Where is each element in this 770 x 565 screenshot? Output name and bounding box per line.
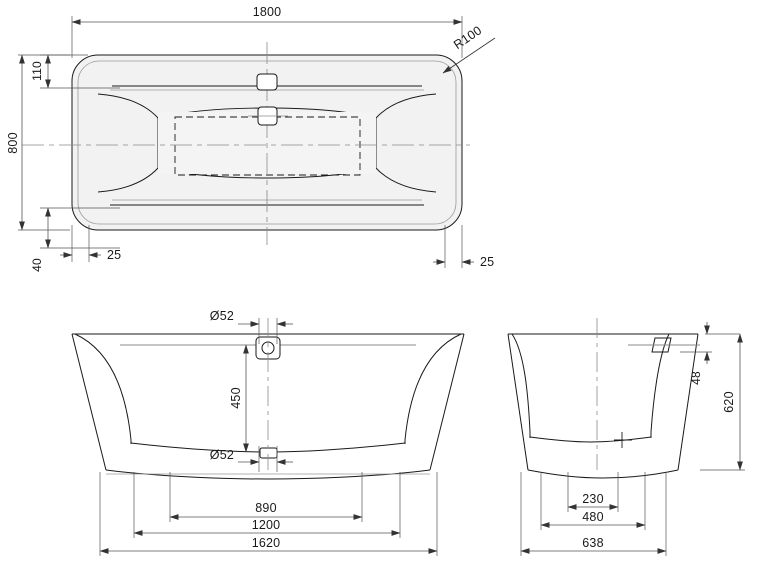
- dim-label-25-left: 25: [107, 248, 121, 262]
- front-inner-left-curve: [74, 333, 132, 444]
- dim-label-480: 480: [582, 510, 603, 524]
- dim-label-450: 450: [229, 387, 243, 408]
- side-rim-notch: [651, 337, 672, 353]
- dim-label-dia52-top: Ø52: [210, 309, 234, 323]
- plan-view: 1800 800 110 40 25 25 R100: [6, 5, 496, 272]
- side-outer-right-wall: [677, 333, 699, 471]
- front-outer-right-wall: [429, 333, 465, 471]
- plan-overflow-fitting: [256, 73, 278, 91]
- dim-label-1620: 1620: [252, 536, 281, 550]
- dim-label-1200: 1200: [252, 518, 281, 532]
- side-outer-left-wall: [507, 333, 529, 471]
- front-inner-right-curve: [404, 333, 462, 444]
- dim-label-638: 638: [582, 536, 603, 550]
- dim-label-dia52-bottom: Ø52: [210, 448, 234, 462]
- side-elevation-view: 48 620 230 480 638: [507, 318, 745, 556]
- dim-label-800: 800: [6, 132, 20, 153]
- dim-label-230: 230: [582, 492, 603, 506]
- front-drain-fitting: [259, 447, 278, 459]
- side-base-curve: [527, 469, 679, 479]
- side-inner-right-wall: [650, 333, 670, 438]
- dim-label-25-right: 25: [480, 255, 494, 269]
- leader-line-r100: [442, 37, 496, 74]
- dim-label-620: 620: [722, 391, 736, 412]
- side-body-fill: [508, 334, 698, 470]
- dim-label-890: 890: [255, 501, 276, 515]
- dim-label-1800: 1800: [253, 5, 282, 19]
- side-inner-left-wall: [511, 333, 531, 438]
- front-outer-left-wall: [71, 333, 107, 471]
- dim-label-40: 40: [30, 258, 44, 272]
- front-elevation-view: Ø52 Ø52 450 890 1200 1620: [71, 309, 465, 556]
- front-base-curve: [105, 469, 431, 480]
- dim-label-110: 110: [30, 61, 44, 81]
- dim-label-48: 48: [689, 371, 703, 385]
